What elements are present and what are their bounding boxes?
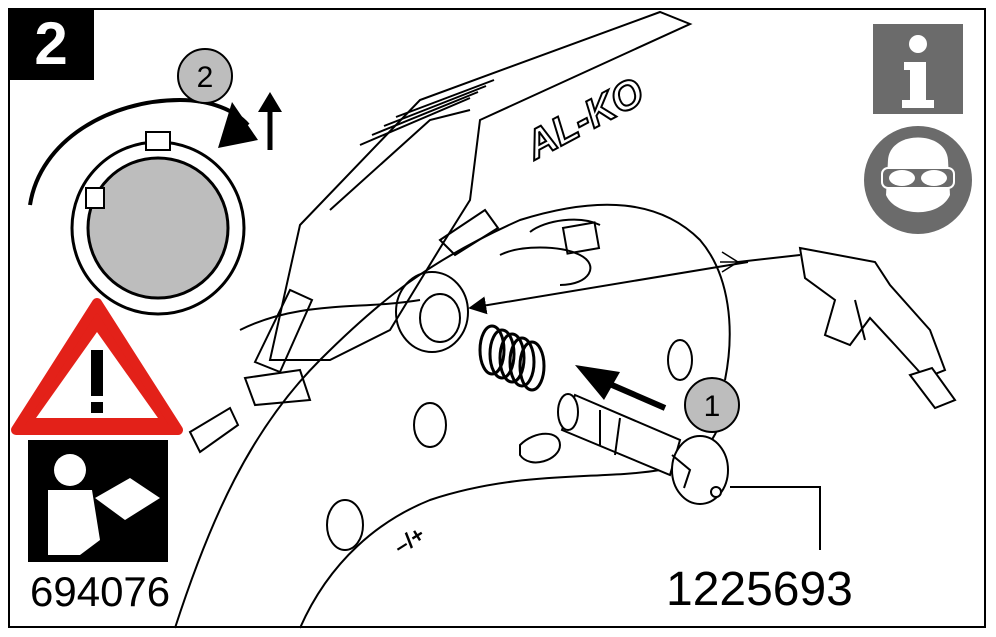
air-blast-arrow — [468, 261, 749, 315]
air-spray-marks — [720, 251, 739, 273]
insert-arrow — [610, 382, 667, 411]
rotation-arrow-icon — [28, 92, 282, 206]
part-number-right: 1225693 — [666, 563, 853, 616]
spring-icon — [478, 324, 546, 392]
lock-rotation-dial — [70, 131, 246, 316]
wear-eye-protection-icon — [864, 126, 972, 234]
step-number-badge: 2 — [8, 8, 94, 80]
callout-1: 1 — [684, 377, 740, 433]
handle-marks: –/+ — [389, 522, 429, 560]
callout-2: 2 — [177, 48, 233, 104]
svg-text:1: 1 — [704, 390, 721, 423]
read-manual-icon — [28, 440, 168, 562]
compressed-air-gun-icon — [737, 246, 957, 410]
brand-logo: AL-KO — [518, 70, 651, 169]
coupling-body — [174, 203, 731, 629]
svg-text:2: 2 — [197, 61, 214, 94]
coupling-handle — [253, 10, 693, 374]
part-leader-line — [730, 486, 821, 550]
part-number-left: 694076 — [30, 568, 171, 615]
warning-triangle-icon — [11, 298, 183, 435]
lock-cylinder-key-icon — [557, 393, 729, 505]
info-icon — [873, 24, 963, 114]
